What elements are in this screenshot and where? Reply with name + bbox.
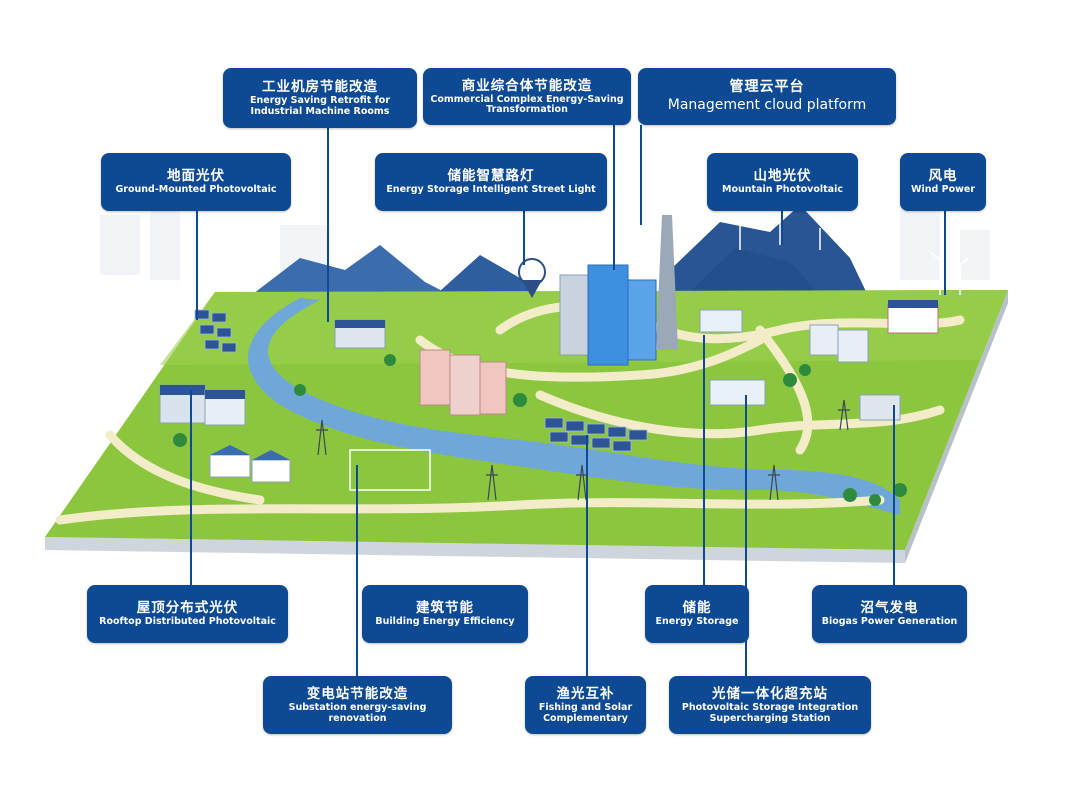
wind-turbines: [739, 222, 969, 295]
callout-subtitle: Energy Storage: [655, 616, 739, 628]
callout-cloud-platform: 管理云平台 Management cloud platform: [638, 68, 896, 125]
callout-pv-storage-station: 光储一体化超充站 Photovoltaic Storage Integratio…: [669, 676, 871, 734]
callout-title: 变电站节能改造: [306, 686, 409, 702]
trees: [173, 354, 907, 506]
leader-storage: [703, 335, 705, 585]
solar-panels: [194, 309, 648, 452]
callout-industrial-retrofit: 工业机房节能改造 Energy Saving Retrofit for Indu…: [223, 68, 417, 128]
callout-wind-power: 风电 Wind Power: [900, 153, 986, 211]
callout-title: 储能: [682, 600, 712, 617]
callout-title: 风电: [928, 168, 958, 185]
callout-title: 光储一体化超充站: [712, 686, 828, 702]
mountains: [245, 205, 870, 300]
callout-subtitle: Management cloud platform: [667, 97, 867, 113]
leader-biogas: [893, 405, 895, 585]
callout-title: 建筑节能: [416, 600, 474, 617]
callout-title: 山地光伏: [753, 168, 812, 185]
callout-subtitle: Mountain Photovoltaic: [722, 184, 843, 196]
leader-industrial: [327, 127, 329, 322]
leader-commercial: [613, 125, 615, 270]
callout-title: 商业综合体节能改造: [461, 77, 593, 94]
leader-fishing: [586, 435, 588, 677]
callout-title: 渔光互补: [556, 686, 615, 702]
buildings: [159, 215, 939, 491]
leader-street-light: [523, 210, 525, 265]
callout-fishing-solar: 渔光互补 Fishing and Solar Complementary: [525, 676, 646, 734]
leader-cloud: [640, 125, 642, 225]
callout-subtitle: Fishing and Solar Complementary: [538, 702, 633, 724]
street-light-marker: [518, 258, 546, 298]
leader-wind: [944, 210, 946, 295]
callout-substation: 变电站节能改造 Substation energy-saving renovat…: [263, 676, 452, 734]
callout-title: 屋顶分布式光伏: [136, 600, 239, 617]
callout-title: 沼气发电: [860, 600, 919, 617]
callout-subtitle: Commercial Complex Energy-Saving Transfo…: [430, 93, 624, 115]
callout-biogas: 沼气发电 Biogas Power Generation: [812, 585, 967, 643]
callout-street-light: 储能智慧路灯 Energy Storage Intelligent Street…: [375, 153, 607, 211]
background-skyline: [100, 200, 990, 280]
callout-subtitle: Energy Saving Retrofit for Industrial Ma…: [250, 95, 390, 117]
callout-subtitle: Rooftop Distributed Photovoltaic: [99, 616, 276, 628]
callout-mountain-pv: 山地光伏 Mountain Photovoltaic: [707, 153, 858, 211]
callout-subtitle: Ground-Mounted Photovoltaic: [115, 184, 277, 196]
ground-side: [905, 290, 1008, 563]
leader-rooftop: [190, 390, 192, 587]
callout-subtitle: Biogas Power Generation: [821, 616, 958, 628]
callout-energy-storage: 储能 Energy Storage: [645, 585, 749, 643]
callout-title: 工业机房节能改造: [262, 79, 378, 95]
leader-mountain: [781, 210, 783, 245]
callout-title: 地面光伏: [167, 168, 225, 185]
callout-subtitle: Energy Storage Intelligent Street Light: [386, 184, 596, 196]
power-pylons: [316, 399, 850, 501]
leader-ground-pv: [196, 210, 198, 320]
leader-substation: [356, 465, 358, 677]
callout-commercial-complex: 商业综合体节能改造 Commercial Complex Energy-Savi…: [423, 68, 631, 125]
callout-ground-pv: 地面光伏 Ground-Mounted Photovoltaic: [101, 153, 291, 211]
callout-subtitle: Photovoltaic Storage Integration Superch…: [681, 702, 859, 724]
callout-rooftop-pv: 屋顶分布式光伏 Rooftop Distributed Photovoltaic: [87, 585, 288, 643]
callout-building-efficiency: 建筑节能 Building Energy Efficiency: [362, 585, 528, 643]
callout-subtitle: Substation energy-saving renovation: [288, 702, 427, 724]
leader-pv-storage: [745, 395, 747, 677]
callout-subtitle: Building Energy Efficiency: [375, 616, 515, 628]
ground-edge: [45, 537, 905, 563]
callout-title: 储能智慧路灯: [447, 168, 535, 185]
river: [247, 298, 901, 515]
callout-title: 管理云平台: [729, 79, 805, 95]
callout-subtitle: Wind Power: [911, 184, 975, 196]
